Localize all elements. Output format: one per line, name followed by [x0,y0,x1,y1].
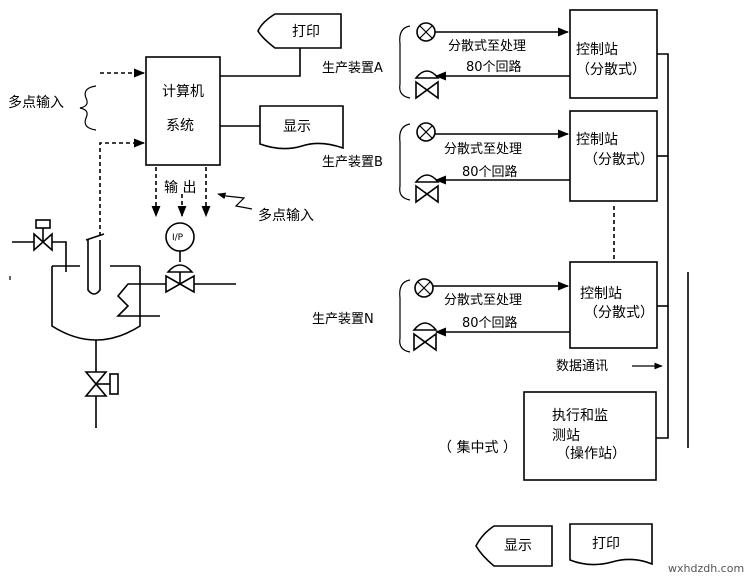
display-top-label: 显示 [283,119,311,135]
data-bus-main [656,53,669,439]
manual-valve-handle [35,219,51,229]
computer-label-line2: 系统 [166,118,194,134]
control-station-a-line2: （分散式） [576,62,646,78]
heating-coil [116,283,160,317]
unit-a-sensor-cross [419,25,433,39]
unit-a-label: 生产装置A [322,61,383,76]
input-brace [79,85,97,131]
watermark-text: wxhdzdh.com [668,562,744,575]
unit-n-back-label: 80个回路 [462,315,518,331]
exec-station-line3: （操作站） [556,446,626,462]
display-top-shape [259,105,344,150]
printer-top-shape [257,13,342,49]
probe-cap [85,233,105,241]
manual-valve-top [33,232,53,252]
control-station-b-line1: 控制站 [576,132,618,148]
control-station-n-line1: 控制站 [580,286,622,302]
unit-n-label: 生产装置N [312,312,374,327]
unit-a-valve [415,80,439,100]
control-station-b-line2: （分散式） [584,152,654,168]
exec-monitor-station [523,391,657,481]
computer-system-box [145,56,221,166]
centralized-label: （ 集中式 ） [438,439,517,456]
unit-b-back-label: 80个回路 [462,164,518,180]
display-bottom-shape [475,525,553,567]
exec-station-line2: 测站 [552,428,580,444]
bottom-valve-actuator [109,373,119,395]
unit-n-valve [413,332,437,352]
data-comm-label: 数据通讯 [556,359,608,374]
multi-input-lower-label: 多点输入 [258,207,314,224]
unit-n-forward-label: 分散式至处理 [444,293,522,308]
unit-b-sensor-cross [419,125,433,139]
unit-b-valve [415,184,439,204]
printer-bottom-shape [569,523,653,566]
control-station-a [569,9,658,99]
inlet-pipe-into-vessel [52,241,67,272]
reactor-vessel [51,266,141,341]
zigzag-input-arrow [217,192,253,210]
unit-b-valve-actuator [414,174,440,183]
unit-n-sensor-cross [417,281,431,295]
display-bottom-label: 显示 [504,538,532,554]
unit-b-bracket [399,123,411,201]
thermowell-probe [87,240,101,295]
unit-n-bracket [399,279,411,353]
unit-b-label: 生产装置B [322,155,383,170]
control-valve-right [165,274,195,294]
unit-a-bracket [399,25,411,99]
unit-b-forward-label: 分散式至处理 [444,142,522,157]
unit-a-valve-actuator [414,70,440,79]
exec-station-line1: 执行和监 [552,408,608,424]
output-label: 输 出 [164,180,196,196]
valve-actuator-right [166,264,194,273]
unit-n-valve-actuator [412,322,438,331]
computer-label-line1: 计算机 [162,84,204,100]
control-station-n-line2: （分散式） [584,305,654,321]
control-station-n [569,261,658,349]
multi-input-left-label: 多点输入 [8,94,64,111]
control-station-a-line1: 控制站 [576,42,618,58]
printer-bottom-label: 打印 [592,535,620,552]
dashed-input-arrow-2 [99,138,146,236]
unit-a-forward-label: 分散式至处理 [448,39,526,54]
unit-a-back-label: 80个回路 [466,59,522,75]
computer-to-printer-line [220,48,301,77]
printer-top-label: 打印 [292,23,320,40]
control-station-b [569,110,658,202]
ip-label: I/P [172,233,184,243]
